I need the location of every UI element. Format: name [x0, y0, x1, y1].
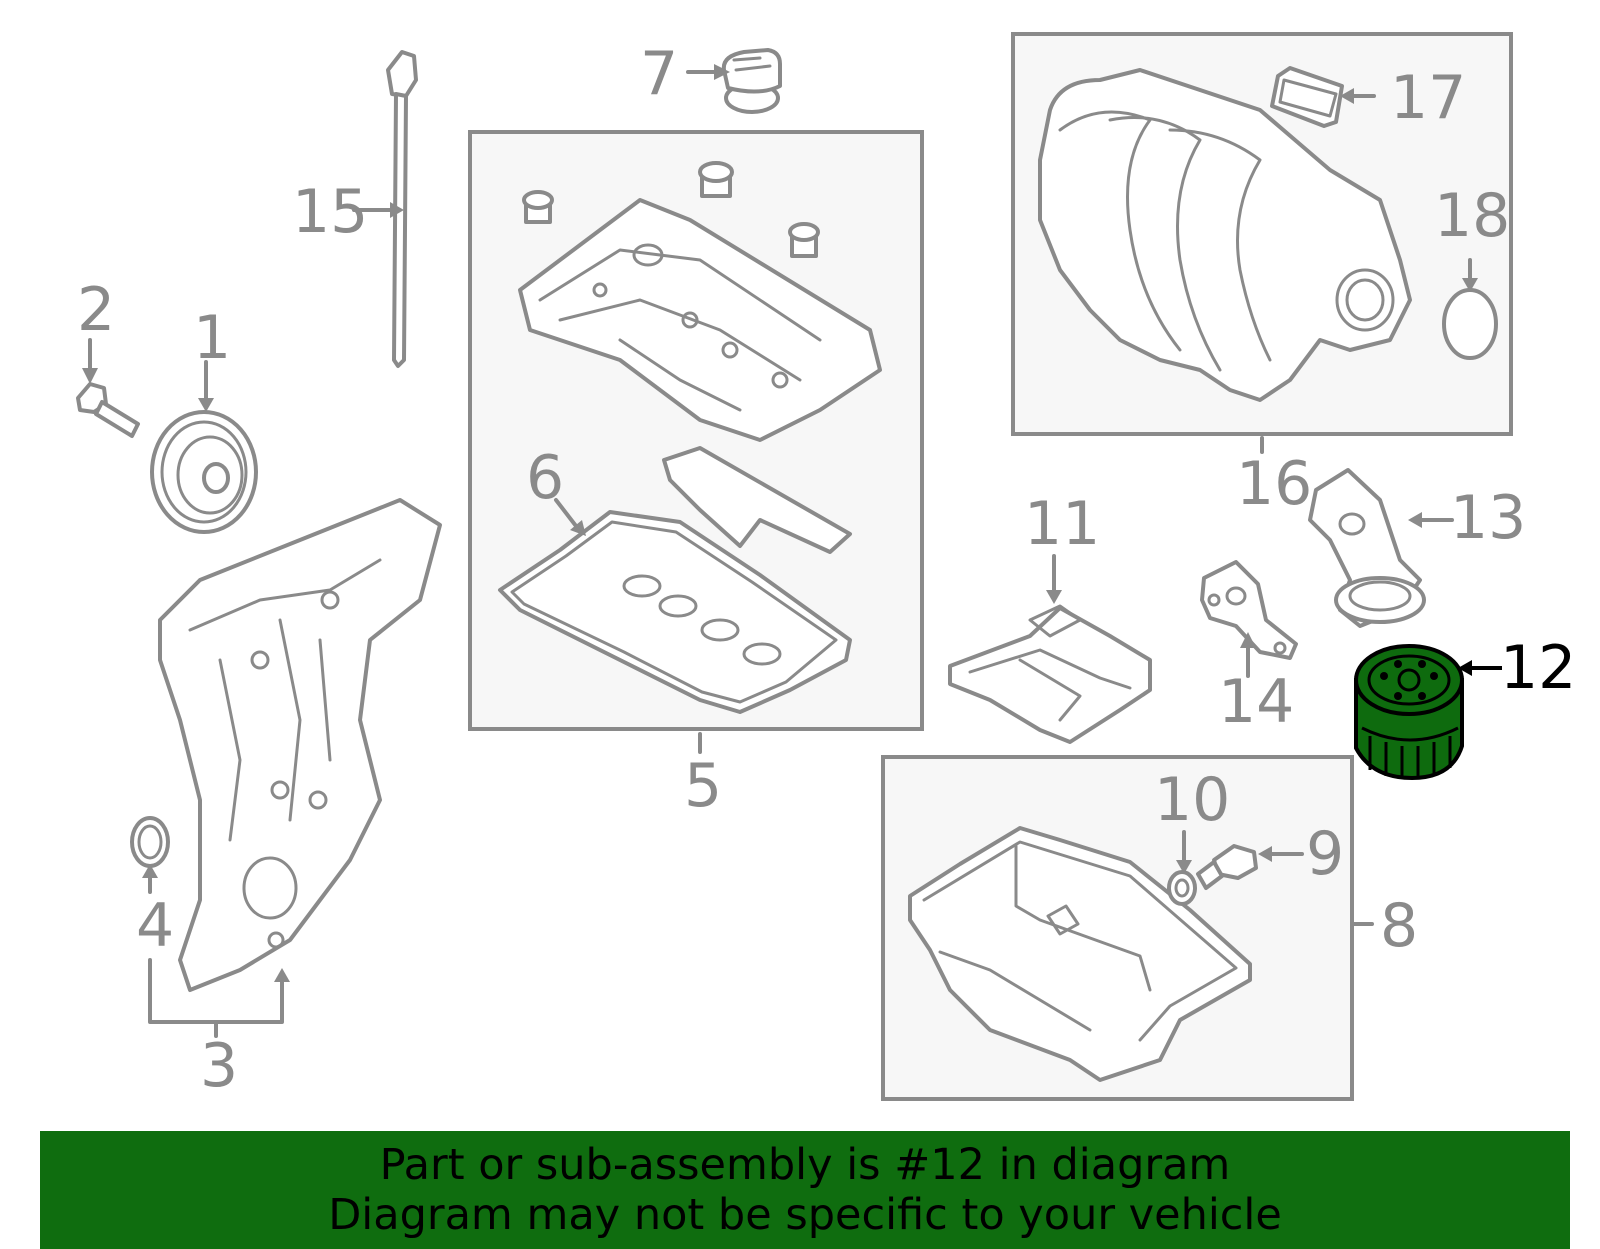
- leader-lines: [82, 64, 1502, 1038]
- callout-labels: 1 2 3 4 5 6 7 8 9 10 11 12 13 14 15 16 1…: [77, 39, 1576, 1101]
- callout-16[interactable]: 16: [1236, 449, 1312, 519]
- info-banner: Part or sub-assembly is #12 in diagram D…: [40, 1131, 1570, 1249]
- part-4-seal[interactable]: [130, 816, 170, 868]
- callout-3[interactable]: 3: [200, 1031, 238, 1101]
- callout-15[interactable]: 15: [292, 177, 368, 247]
- callout-12[interactable]: 12: [1500, 633, 1576, 703]
- part-2-bolt[interactable]: [76, 382, 140, 438]
- part-6-gasket[interactable]: [498, 446, 852, 714]
- callout-6[interactable]: 6: [526, 443, 564, 513]
- part-3-timing-cover[interactable]: [158, 498, 442, 992]
- part-1-pulley[interactable]: [150, 410, 258, 534]
- callout-17[interactable]: 17: [1390, 63, 1466, 133]
- part-5-valve-cover[interactable]: [518, 161, 882, 442]
- callout-7[interactable]: 7: [640, 39, 678, 109]
- callout-2[interactable]: 2: [77, 275, 115, 345]
- callout-4[interactable]: 4: [136, 891, 174, 961]
- part-13-oil-strainer[interactable]: [1308, 468, 1426, 628]
- callout-9[interactable]: 9: [1306, 819, 1344, 889]
- callout-13[interactable]: 13: [1450, 483, 1526, 553]
- banner-line-1: Part or sub-assembly is #12 in diagram: [379, 1140, 1231, 1190]
- part-11-baffle-plate[interactable]: [948, 604, 1152, 744]
- part-16-intake-manifold[interactable]: [1038, 68, 1412, 402]
- part-15-dipstick[interactable]: [386, 50, 418, 368]
- callout-18[interactable]: 18: [1434, 181, 1510, 251]
- callout-11[interactable]: 11: [1024, 489, 1100, 559]
- part-14-gasket[interactable]: [1200, 560, 1298, 660]
- part-8-oil-pan[interactable]: [908, 826, 1252, 1082]
- callout-10[interactable]: 10: [1154, 765, 1230, 835]
- part-17-gasket[interactable]: [1270, 66, 1344, 128]
- callout-5[interactable]: 5: [684, 751, 722, 821]
- part-18-o-ring[interactable]: [1442, 288, 1498, 360]
- part-9-drain-plug[interactable]: [1196, 844, 1258, 890]
- banner-line-2: Diagram may not be specific to your vehi…: [328, 1190, 1282, 1240]
- callout-14[interactable]: 14: [1218, 667, 1294, 737]
- part-12-oil-filter[interactable]: [1354, 644, 1464, 781]
- callout-1[interactable]: 1: [193, 303, 231, 373]
- callout-8[interactable]: 8: [1380, 891, 1418, 961]
- part-10-washer[interactable]: [1167, 870, 1197, 906]
- part-7-filler-cap[interactable]: [721, 48, 782, 114]
